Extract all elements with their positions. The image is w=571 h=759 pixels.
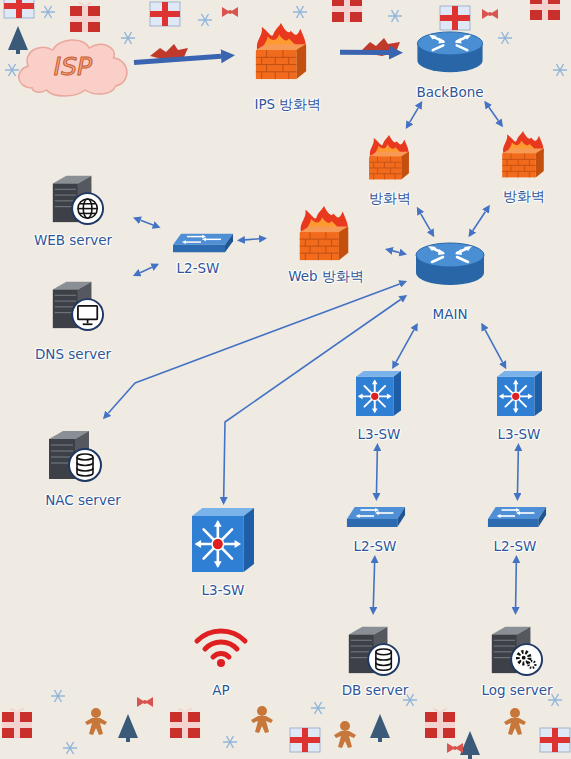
router-node: BackBone <box>404 28 496 100</box>
link-connector <box>410 108 418 122</box>
server-node: NAC server <box>20 420 146 508</box>
cloud-node: ISP <box>12 36 134 98</box>
access-point-node: AP <box>188 622 254 698</box>
link-connector <box>108 284 399 413</box>
firewall-node: 방화벽 <box>486 128 562 204</box>
access-point-node-icon <box>191 625 251 667</box>
node-label: DB server <box>342 682 409 698</box>
l2-switch-node: L2-SW <box>160 228 236 276</box>
link-connector <box>224 300 401 498</box>
link-connector <box>396 330 414 362</box>
firewall-node: Web 방화벽 <box>268 204 384 284</box>
server-node-icon <box>47 272 105 334</box>
node-label: Log server <box>481 682 552 698</box>
server-node: Log server <box>458 616 571 698</box>
link-connector <box>489 107 499 120</box>
router-node-icon <box>414 240 486 290</box>
link-connector <box>141 220 154 225</box>
node-label: L3-SW <box>202 582 245 598</box>
node-label: IPS 방화벽 <box>255 96 322 112</box>
l2-switch-node-icon <box>486 505 548 529</box>
node-label: Web 방화벽 <box>288 268 364 284</box>
firewall-node-icon <box>366 132 412 184</box>
node-label: L3-SW <box>498 426 541 442</box>
server-node-icon <box>43 423 103 483</box>
uplink-arrow <box>134 56 221 62</box>
node-label: L2-SW <box>354 538 397 554</box>
node-label: ISP <box>54 53 92 81</box>
router-node: MAIN <box>408 238 492 322</box>
l3-switch-node: L3-SW <box>482 370 556 442</box>
firewall-node-icon <box>252 22 310 82</box>
l2-switch-node: L2-SW <box>476 502 554 554</box>
node-label: DNS server <box>35 346 111 362</box>
server-node: WEB server <box>14 166 132 248</box>
l3-switch-node-icon <box>497 371 542 416</box>
firewall-node: 방화벽 <box>352 130 428 206</box>
node-label: 방화벽 <box>369 190 411 206</box>
l3-switch-node: L3-SW <box>184 506 262 598</box>
l2-switch-node-icon <box>171 232 235 254</box>
node-label: BackBone <box>416 84 483 100</box>
l3-switch-node-icon <box>192 508 254 572</box>
server-node-icon <box>486 618 544 678</box>
link-connector <box>393 251 400 253</box>
firewall-node-icon <box>296 206 352 262</box>
link-connector <box>245 239 259 240</box>
server-node-icon <box>47 168 105 226</box>
router-node-icon <box>414 30 486 76</box>
node-label: AP <box>212 682 229 698</box>
firewall-node-icon <box>499 130 547 180</box>
node-label: NAC server <box>45 492 121 508</box>
link-connector <box>421 214 430 230</box>
server-node: DNS server <box>14 270 132 362</box>
link-connector <box>373 563 374 607</box>
server-node: DB server <box>316 616 434 698</box>
link-connector <box>517 451 519 493</box>
node-label: WEB server <box>34 232 112 248</box>
link-connector <box>485 330 502 362</box>
l2-switch-node: L2-SW <box>336 502 414 554</box>
uplink-arrow <box>340 50 389 55</box>
node-label: L2-SW <box>494 538 537 554</box>
node-label: L3-SW <box>358 426 401 442</box>
link-connector <box>515 563 517 607</box>
link-connector <box>140 267 152 273</box>
node-label: L2-SW <box>177 260 220 276</box>
link-connector <box>473 212 486 231</box>
node-label: 방화벽 <box>503 188 545 204</box>
l3-switch-node-icon <box>356 371 401 416</box>
firewall-node: IPS 방화벽 <box>236 22 340 112</box>
l2-switch-node-icon <box>345 505 407 529</box>
server-node-icon <box>343 618 401 678</box>
link-connector <box>376 451 378 493</box>
node-label: MAIN <box>433 306 468 322</box>
l3-switch-node: L3-SW <box>342 370 416 442</box>
